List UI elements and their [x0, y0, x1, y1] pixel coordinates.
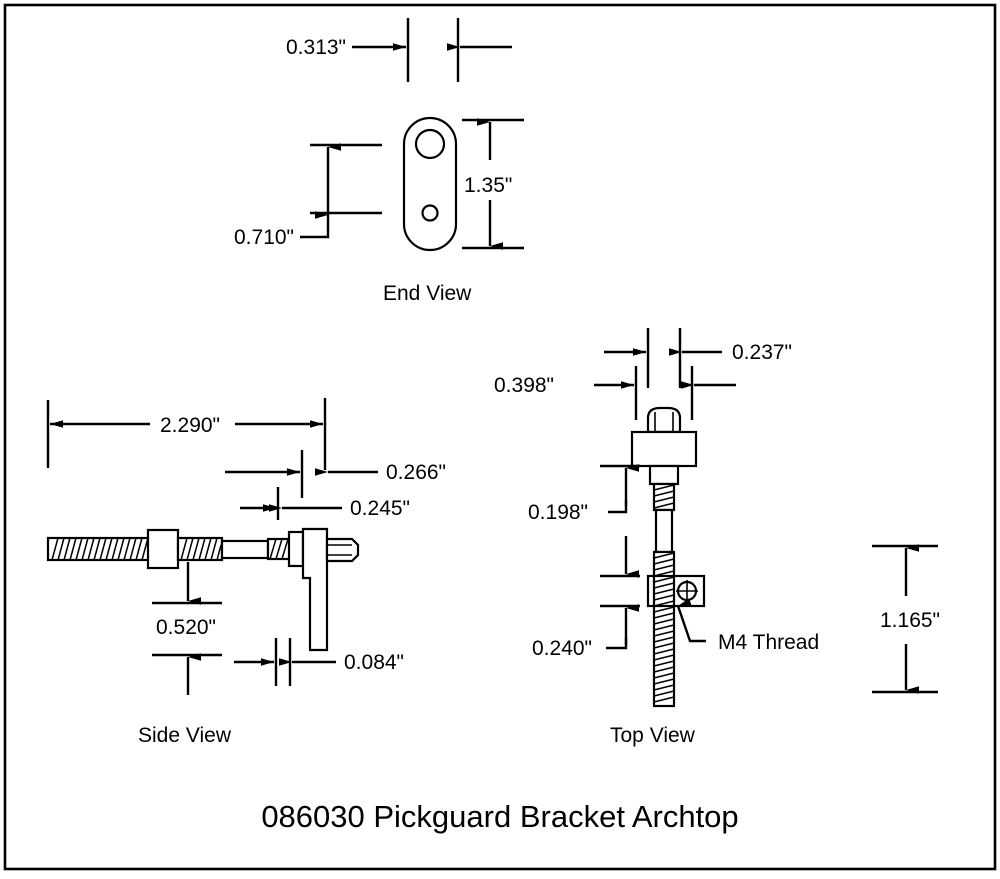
callout-m4-thread: M4 Thread	[676, 598, 819, 654]
dim-side-drop-height: 0.520"	[152, 562, 222, 695]
shank-top	[654, 508, 674, 554]
top-view-hardware	[630, 406, 706, 708]
dim-side-plate-width-label: 0.245"	[350, 497, 410, 520]
dim-side-overall-length: 2.290"	[46, 398, 327, 470]
dim-end-thickness-label: 0.313"	[286, 36, 346, 59]
dim-end-overall-height: 1.35"	[462, 118, 524, 250]
dim-end-overall-height-label: 1.35"	[464, 174, 512, 197]
dim-top-total-drop-label: 1.165"	[880, 609, 940, 632]
end-view-bracket-profile	[402, 116, 458, 252]
dim-end-hole-spacing: 0.710"	[234, 143, 382, 249]
plate-nut	[287, 530, 305, 568]
dim-top-body-width: 0.398"	[494, 366, 736, 420]
dim-side-plate-thickness: 0.084"	[234, 638, 404, 686]
rod-nut-left	[146, 528, 180, 570]
thread-hatch-left	[51, 537, 149, 561]
drawing-border	[3, 3, 997, 871]
dim-side-plate-width: 0.245"	[240, 487, 410, 520]
screw-head-side	[325, 537, 360, 563]
dim-end-thickness: 0.313"	[286, 18, 512, 82]
thread-hatch-right	[269, 538, 289, 560]
dim-top-head-offset-label: 0.237"	[732, 341, 792, 364]
callout-m4-thread-label: M4 Thread	[718, 631, 819, 654]
drawing-title: 086030 Pickguard Bracket Archtop	[261, 799, 738, 834]
dim-top-block-height: 0.240"	[532, 604, 640, 660]
side-view-hardware	[46, 527, 360, 652]
dim-top-upper-gap: 0.198"	[528, 464, 640, 578]
dim-top-head-offset: 0.237"	[604, 328, 792, 388]
thread-hatch-upper-top	[653, 484, 675, 509]
side-view-label: Side View	[138, 724, 232, 747]
dim-side-plate-thickness-label: 0.084"	[344, 651, 404, 674]
side-view-group: 2.290" 0.266" 0.245"	[46, 398, 446, 747]
dim-top-body-width-label: 0.398"	[494, 374, 554, 397]
smooth-shank	[220, 539, 270, 560]
dim-top-block-height-label: 0.240"	[532, 637, 592, 660]
bracket-large-hole	[414, 128, 446, 160]
bracket-plate-side	[301, 527, 329, 652]
dim-top-upper-gap-label: 0.198"	[528, 501, 588, 524]
dim-side-plate-offset: 0.266"	[225, 450, 446, 498]
end-view-group: 0.313" 0.710" 1.35" End View	[234, 18, 524, 305]
thread-hatch-mid	[180, 537, 222, 561]
top-view-group: 0.237" 0.398"	[494, 328, 940, 747]
small-nut-top	[648, 464, 680, 486]
dim-side-plate-offset-label: 0.266"	[386, 461, 446, 484]
thread-hatch-lower-top	[653, 552, 675, 703]
dim-side-overall-length-label: 2.290"	[160, 414, 220, 437]
dim-side-drop-height-label: 0.520"	[156, 616, 216, 639]
dim-end-hole-spacing-label: 0.710"	[234, 226, 294, 249]
bracket-small-hole	[421, 204, 439, 222]
top-view-label: Top View	[610, 724, 696, 747]
bracket-block-top	[646, 574, 706, 608]
end-view-label: End View	[383, 282, 472, 305]
screw-head-top	[646, 406, 682, 434]
upper-nut-block	[630, 430, 698, 468]
dim-top-total-drop: 1.165"	[872, 544, 940, 694]
